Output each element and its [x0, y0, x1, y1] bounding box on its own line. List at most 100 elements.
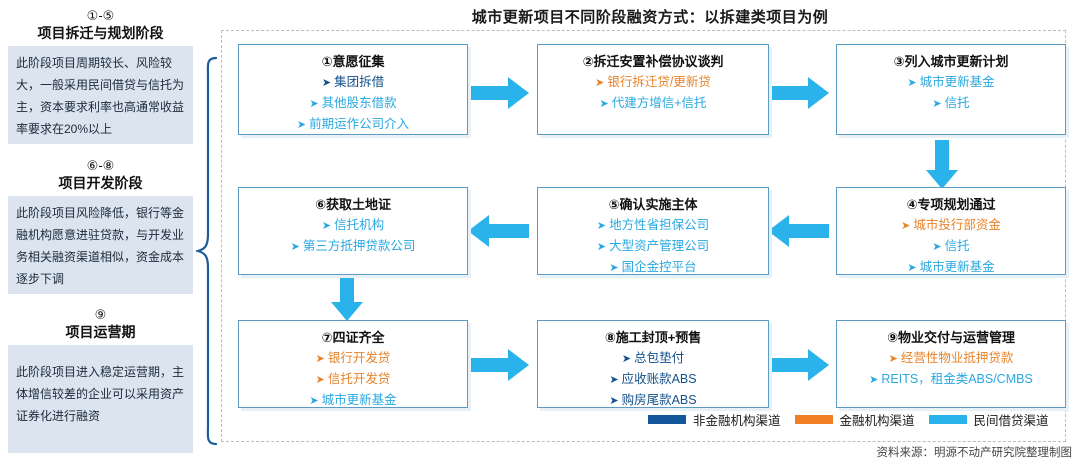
bullet-icon: ➤ — [609, 395, 619, 407]
stage-name-label: 项目开发阶段 — [58, 175, 143, 191]
bullet-icon: ➤ — [596, 220, 607, 232]
stage-name-label: 项目运营期 — [65, 324, 136, 340]
node-item: ➤第三方抵押贷款公司 — [290, 239, 416, 253]
bullet-icon: ➤ — [290, 241, 300, 253]
node-item: ➤银行拆迁贷/更新贷 — [595, 75, 711, 89]
node-item-list: ➤地方性省担保公司 ➤大型资产管理公司 ➤国企金控平台 — [538, 215, 768, 278]
node-title: ②拆迁安置补偿协议谈判 — [582, 54, 724, 69]
bullet-icon: ➤ — [621, 353, 632, 365]
flow-node-7[interactable]: ⑦四证齐全 ➤银行开发贷 ➤信托开发贷 ➤城市更新基金 — [238, 320, 468, 408]
stage-panel-2: ⑥-⑧ 项目开发阶段 此阶段项目风险降低，银行等金融机构愿意进驻贷款，与开发业务… — [8, 158, 193, 294]
node-item: ➤应收账款ABS — [609, 372, 697, 386]
page-title: 城市更新项目不同阶段融资方式：以拆建类项目为例 — [471, 9, 829, 26]
node-item: ➤城市更新基金 — [907, 75, 995, 89]
node-item: ➤代建方增信+信托 — [599, 96, 707, 110]
node-title: ①意愿征集 — [321, 54, 385, 69]
flow-node-1[interactable]: ①意愿征集 ➤集团拆借 ➤其他股东借款 ➤前期运作公司介入 — [238, 44, 468, 135]
node-item-list: ➤总包垫付 ➤应收账款ABS ➤购房尾款ABS — [538, 348, 768, 411]
node-title: ⑦四证齐全 — [321, 330, 385, 345]
bullet-icon: ➤ — [595, 77, 605, 89]
arrow-left-icon — [768, 215, 829, 247]
node-item: ➤银行开发贷 — [315, 351, 391, 365]
node-item: ➤REITS，租金类ABS/CMBS — [869, 372, 1033, 386]
node-item: ➤城市更新基金 — [907, 260, 995, 274]
node-item: ➤其他股东借款 — [309, 96, 397, 110]
node-item: ➤信托机构 — [321, 218, 385, 232]
stage-range-label: ①-⑤ — [86, 8, 115, 23]
flow-node-2[interactable]: ②拆迁安置补偿协议谈判 ➤银行拆迁贷/更新贷 ➤代建方增信+信托 — [537, 44, 769, 135]
stage-panel-3: ⑨ 项目运营期 此阶段项目进入稳定运营期，主体增信较差的企业可以采用资产证券化进… — [8, 307, 193, 453]
flow-node-5[interactable]: ⑤确认实施主体 ➤地方性省担保公司 ➤大型资产管理公司 ➤国企金控平台 — [537, 187, 769, 275]
node-item: ➤集团拆借 — [321, 75, 385, 89]
bullet-icon: ➤ — [609, 262, 619, 274]
bullet-icon: ➤ — [609, 374, 619, 386]
stage-description: 此阶段项目进入稳定运营期，主体增信较差的企业可以采用资产证券化进行融资 — [8, 345, 193, 453]
node-item: ➤城市更新基金 — [309, 393, 397, 407]
node-item-list: ➤城市投行部资金 ➤信托 ➤城市更新基金 — [837, 215, 1065, 278]
stage-range-label: ⑨ — [94, 307, 107, 322]
node-item: ➤国企金控平台 — [609, 260, 697, 274]
curly-brace-icon — [196, 56, 218, 446]
node-title: ⑨物业交付与运营管理 — [886, 330, 1015, 345]
node-item: ➤大型资产管理公司 — [596, 239, 710, 253]
source-note: 资料来源：明源不动产研究院整理制图 — [876, 447, 1073, 459]
bullet-icon: ➤ — [869, 374, 879, 386]
bullet-icon: ➤ — [596, 241, 607, 253]
legend-swatch-icon — [794, 415, 833, 424]
arrow-right-icon — [768, 77, 829, 109]
flow-node-3[interactable]: ③列入城市更新计划 ➤城市更新基金 ➤信托 — [836, 44, 1066, 135]
flow-node-4[interactable]: ④专项规划通过 ➤城市投行部资金 ➤信托 ➤城市更新基金 — [836, 187, 1066, 275]
arrow-down-icon — [926, 140, 958, 189]
node-item: ➤信托开发贷 — [315, 372, 391, 386]
bullet-icon: ➤ — [599, 98, 609, 110]
legend-label: 民间借贷渠道 — [973, 414, 1049, 428]
node-item: ➤购房尾款ABS — [609, 393, 697, 407]
bullet-icon: ➤ — [907, 262, 917, 274]
node-item-list: ➤银行开发贷 ➤信托开发贷 ➤城市更新基金 — [239, 348, 467, 411]
flow-node-9[interactable]: ⑨物业交付与运营管理 ➤经营性物业抵押贷款 ➤REITS，租金类ABS/CMBS — [836, 320, 1066, 408]
bullet-icon: ➤ — [888, 353, 898, 365]
node-item: ➤地方性省担保公司 — [596, 218, 710, 232]
node-title: ⑥获取土地证 — [314, 197, 391, 212]
bullet-icon: ➤ — [296, 119, 307, 131]
legend-label: 金融机构渠道 — [839, 414, 915, 428]
node-item: ➤总包垫付 — [621, 351, 685, 365]
bullet-icon: ➤ — [907, 77, 917, 89]
legend-entry-non-financial: 非金融机构渠道 — [648, 410, 781, 429]
bullet-icon: ➤ — [315, 374, 325, 386]
node-item-list: ➤经营性物业抵押贷款 ➤REITS，租金类ABS/CMBS — [837, 348, 1065, 390]
bullet-icon: ➤ — [309, 395, 319, 407]
bullet-icon: ➤ — [309, 98, 319, 110]
legend-entry-financial: 金融机构渠道 — [794, 410, 915, 429]
node-item-list: ➤银行拆迁贷/更新贷 ➤代建方增信+信托 — [538, 72, 768, 114]
bullet-icon: ➤ — [901, 220, 911, 232]
arrow-down-icon — [331, 272, 363, 321]
bullet-icon: ➤ — [315, 353, 325, 365]
node-item: ➤经营性物业抵押贷款 — [888, 351, 1014, 365]
arrow-right-icon — [468, 349, 529, 381]
stage-description: 此阶段项目风险降低，银行等金融机构愿意进驻贷款，与开发业务相关融资渠道相似，资金… — [8, 196, 193, 294]
stage-panel-1: ①-⑤ 项目拆迁与规划阶段 此阶段项目周期较长、风险较大，一般采用民间借贷与信托… — [8, 8, 193, 144]
bullet-icon: ➤ — [932, 241, 942, 253]
node-item-list: ➤城市更新基金 ➤信托 — [837, 72, 1065, 114]
legend-swatch-icon — [928, 415, 967, 424]
stage-range-label: ⑥-⑧ — [86, 158, 115, 173]
legend-label: 非金融机构渠道 — [693, 414, 781, 428]
bullet-icon: ➤ — [932, 98, 942, 110]
node-title: ③列入城市更新计划 — [893, 54, 1009, 69]
node-item: ➤信托 — [932, 96, 970, 110]
node-title: ④专项规划通过 — [906, 197, 996, 212]
flow-node-8[interactable]: ⑧施工封顶+预售 ➤总包垫付 ➤应收账款ABS ➤购房尾款ABS — [537, 320, 769, 408]
legend: 非金融机构渠道 金融机构渠道 民间借贷渠道 — [648, 410, 1049, 429]
legend-swatch-icon — [648, 415, 686, 424]
node-title: ⑧施工封顶+预售 — [604, 330, 702, 345]
arrow-right-icon — [768, 349, 829, 381]
bullet-icon: ➤ — [321, 77, 332, 89]
legend-entry-private-lending: 民间借贷渠道 — [928, 410, 1049, 429]
node-title: ⑤确认实施主体 — [608, 197, 698, 212]
node-item: ➤信托 — [932, 239, 970, 253]
arrow-right-icon — [468, 77, 529, 109]
stage-name-label: 项目拆迁与规划阶段 — [37, 25, 164, 41]
flow-node-6[interactable]: ⑥获取土地证 ➤信托机构 ➤第三方抵押贷款公司 — [238, 187, 468, 275]
